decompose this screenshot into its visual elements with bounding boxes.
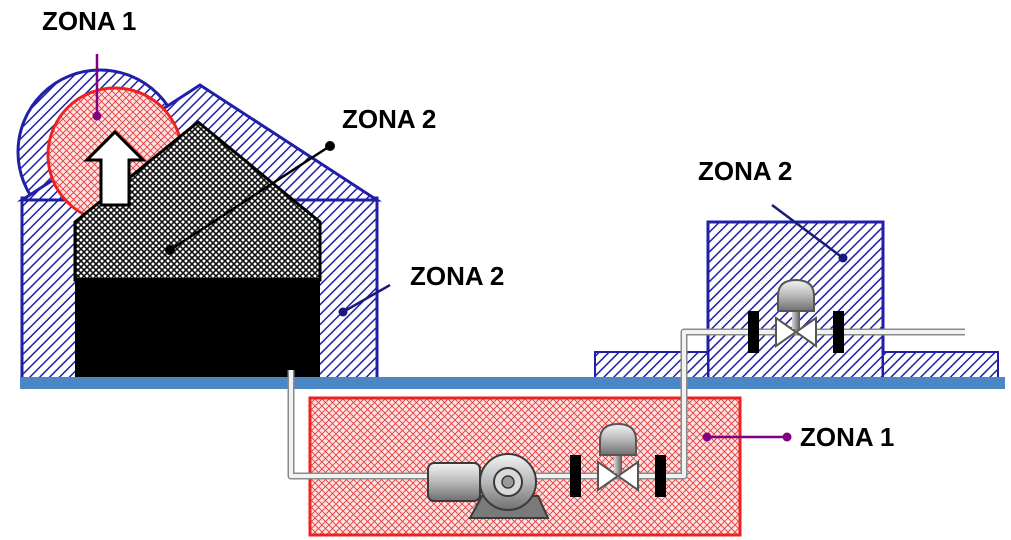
storage-tank: [73, 120, 322, 380]
tank-liquid: [75, 278, 320, 380]
tank-vapor-space: [73, 120, 322, 282]
label-zona2-roof: ZONA 2: [342, 104, 436, 134]
label-zona1-top: ZONA 1: [42, 6, 136, 36]
control-valve-icon: [748, 278, 844, 353]
leader-lines: [92, 54, 848, 442]
label-zona1-pit: ZONA 1: [800, 422, 894, 452]
arrow-up-icon: [83, 129, 147, 207]
pump-icon: [427, 453, 550, 519]
label-zona2-right: ZONA 2: [698, 156, 792, 186]
control-valve-icon: [570, 422, 666, 497]
label-zona2-building: ZONA 2: [410, 261, 504, 291]
ground-line: [20, 377, 1005, 389]
